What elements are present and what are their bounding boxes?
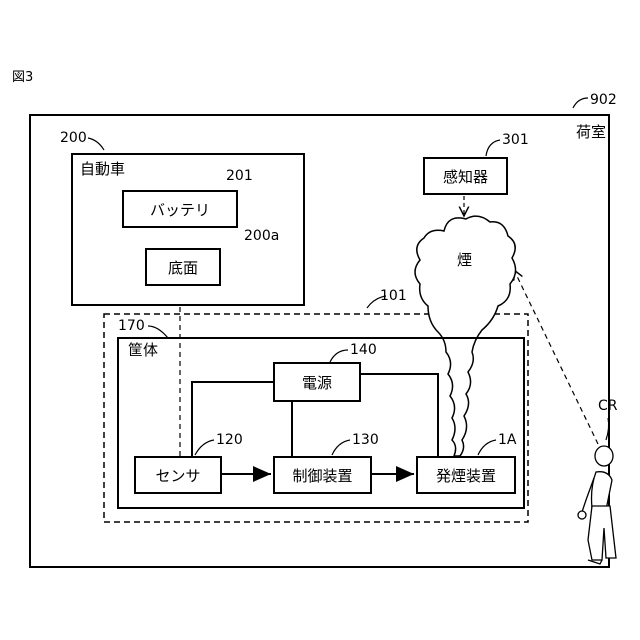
battery-box: バッテリ — [122, 190, 238, 228]
controller-label: 制御装置 — [275, 458, 370, 492]
power-ref: 140 — [350, 342, 377, 358]
housing-ref: 170 — [118, 318, 145, 334]
person-ref: CR — [598, 398, 618, 414]
smoke-label: 煙 — [457, 252, 472, 268]
car-ref: 200 — [60, 130, 87, 146]
room-ref: 902 — [590, 92, 617, 108]
person-figure — [578, 446, 616, 564]
car-name: 自動車 — [80, 161, 125, 177]
detector-ref: 301 — [502, 132, 529, 148]
bottom-label: 底面 — [147, 250, 219, 284]
leader-200 — [88, 138, 104, 150]
room-name: 荷室 — [576, 124, 606, 140]
power-box: 電源 — [273, 362, 361, 402]
leader-902 — [573, 98, 588, 108]
sensor-box: センサ — [134, 456, 222, 494]
figure-label: 図3 — [12, 70, 33, 86]
sensor-ref: 120 — [216, 432, 243, 448]
person-gaze-dashed — [514, 270, 598, 444]
battery-label: バッテリ — [124, 192, 236, 226]
controller-box: 制御装置 — [273, 456, 372, 494]
smoke-generator-ref: 1A — [498, 432, 516, 448]
leader-301 — [486, 140, 500, 156]
smoke-generator-label: 発煙装置 — [418, 458, 514, 492]
sensor-label: センサ — [136, 458, 220, 492]
detector-box: 感知器 — [423, 157, 508, 195]
bottom-box: 底面 — [145, 248, 221, 286]
controller-ref: 130 — [352, 432, 379, 448]
housing-label: 筐体 — [128, 342, 158, 358]
device-ref: 101 — [380, 288, 407, 304]
detector-label: 感知器 — [425, 159, 506, 193]
power-label: 電源 — [275, 364, 359, 400]
battery-ref: 201 — [226, 168, 253, 184]
bottom-ref: 200a — [244, 228, 279, 244]
smoke-generator-box: 発煙装置 — [416, 456, 516, 494]
